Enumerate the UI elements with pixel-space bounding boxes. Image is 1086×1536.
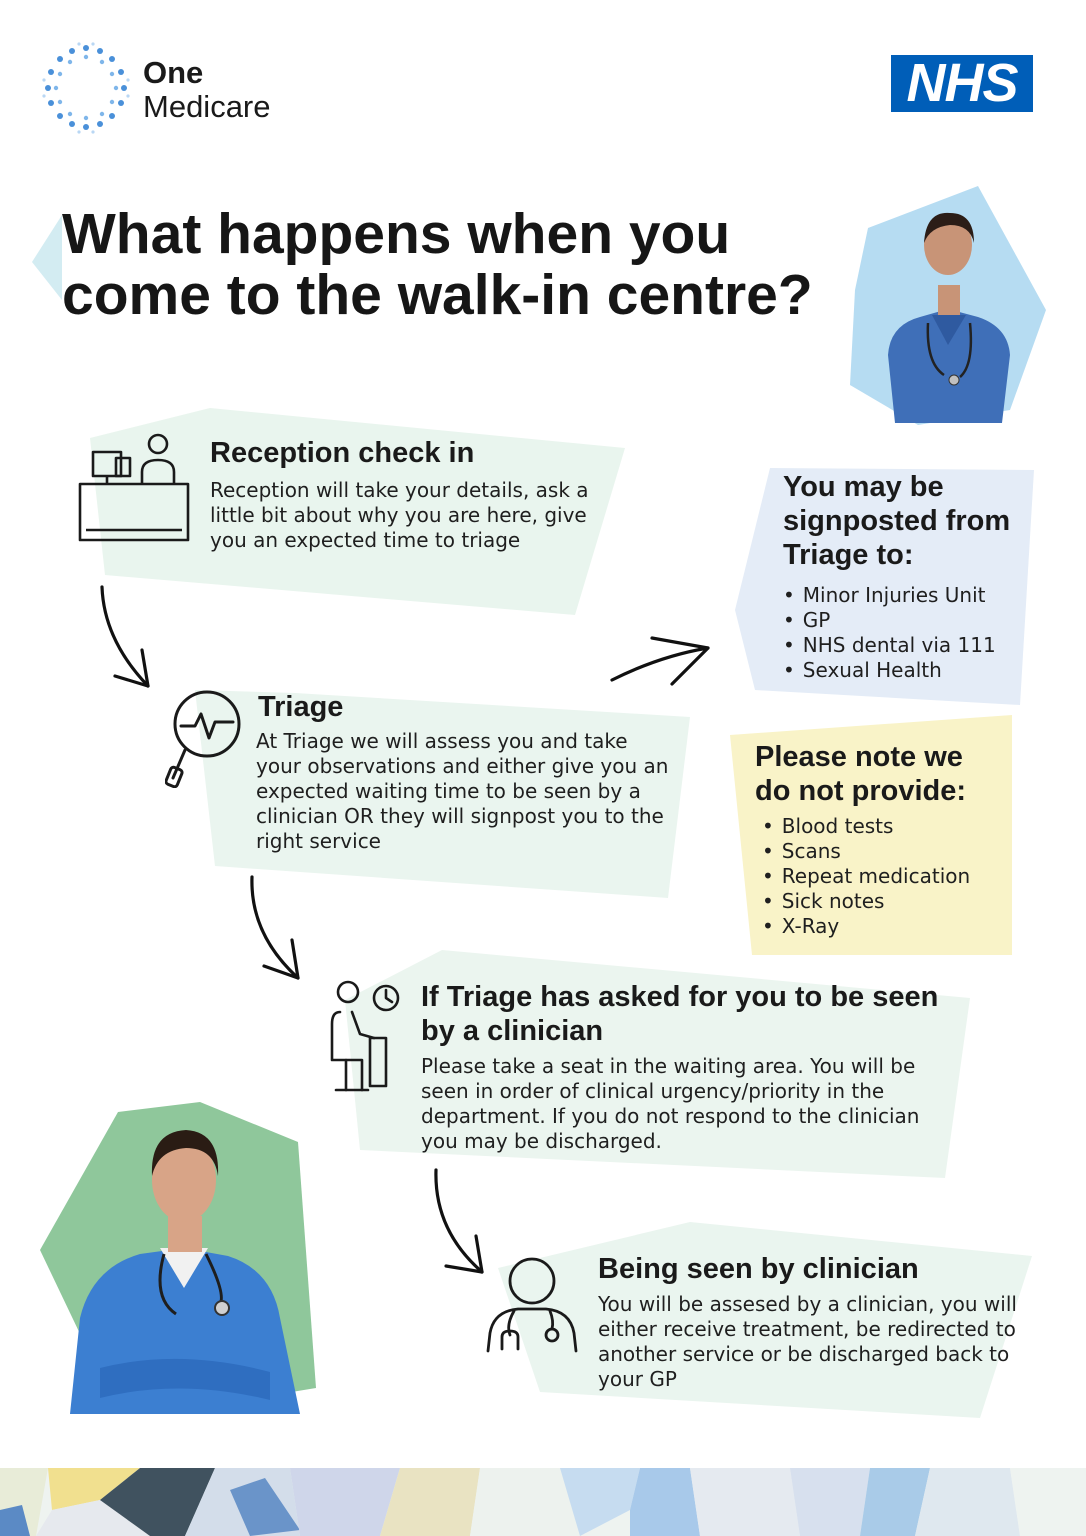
page-title: What happens when you come to the walk-i… [62, 202, 813, 327]
signposted-title: You may be signposted from Triage to: [783, 471, 1011, 571]
list-item: GP [783, 608, 1028, 633]
reception-step-title: Reception check in [210, 437, 475, 469]
reception-panel [90, 408, 625, 615]
seated-person-clock-icon [330, 980, 400, 1092]
triage-step-body: At Triage we will assess you and take yo… [256, 729, 669, 853]
reception-desk-icon [78, 433, 190, 542]
brand-line-1: One [143, 55, 204, 90]
list-item: Minor Injuries Unit [783, 583, 1028, 608]
arrow-2-icon [250, 875, 300, 980]
reception-step-body: Reception will take your details, ask a … [210, 478, 589, 552]
title-accent-shape [32, 215, 62, 300]
list-item: NHS dental via 111 [783, 633, 1028, 658]
waiting-panel [345, 950, 970, 1178]
not-provided-list: Blood tests Scans Repeat medication Sick… [762, 814, 1012, 939]
list-item: Blood tests [762, 814, 1012, 839]
list-item: Sick notes [762, 889, 1012, 914]
bottom-mosaic [0, 1468, 1086, 1536]
nhs-logo: NHS [891, 55, 1033, 112]
doctor-photo [70, 1130, 300, 1414]
list-item: Sexual Health [783, 658, 1028, 683]
brand-line-2: Medicare [143, 89, 271, 124]
clinician-panel [498, 1222, 1032, 1418]
nurse-photo [888, 212, 1010, 423]
triage-step-title: Triage [258, 691, 344, 723]
waiting-step-title: If Triage has asked for you to be seen b… [421, 981, 939, 1047]
arrow-1-icon [100, 585, 150, 688]
doctor-stethoscope-icon [486, 1257, 578, 1353]
clinician-step-body: You will be assesed by a clinician, you … [598, 1292, 1017, 1391]
list-item: Scans [762, 839, 1012, 864]
waiting-step-body: Please take a seat in the waiting area. … [421, 1054, 920, 1153]
signposted-list: Minor Injuries Unit GP NHS dental via 11… [783, 583, 1028, 683]
brand-name: One Medicare [143, 56, 271, 124]
not-provided-title: Please note we do not provide: [755, 741, 967, 807]
list-item: Repeat medication [762, 864, 1012, 889]
magnifier-heartbeat-icon [165, 690, 241, 788]
triage-panel [195, 690, 690, 898]
clinician-step-title: Being seen by clinician [598, 1253, 919, 1285]
arrow-3-icon [434, 1168, 484, 1274]
one-medicare-logo-icon [42, 42, 130, 134]
list-item: X-Ray [762, 914, 1012, 939]
arrow-right-icon [610, 636, 710, 686]
